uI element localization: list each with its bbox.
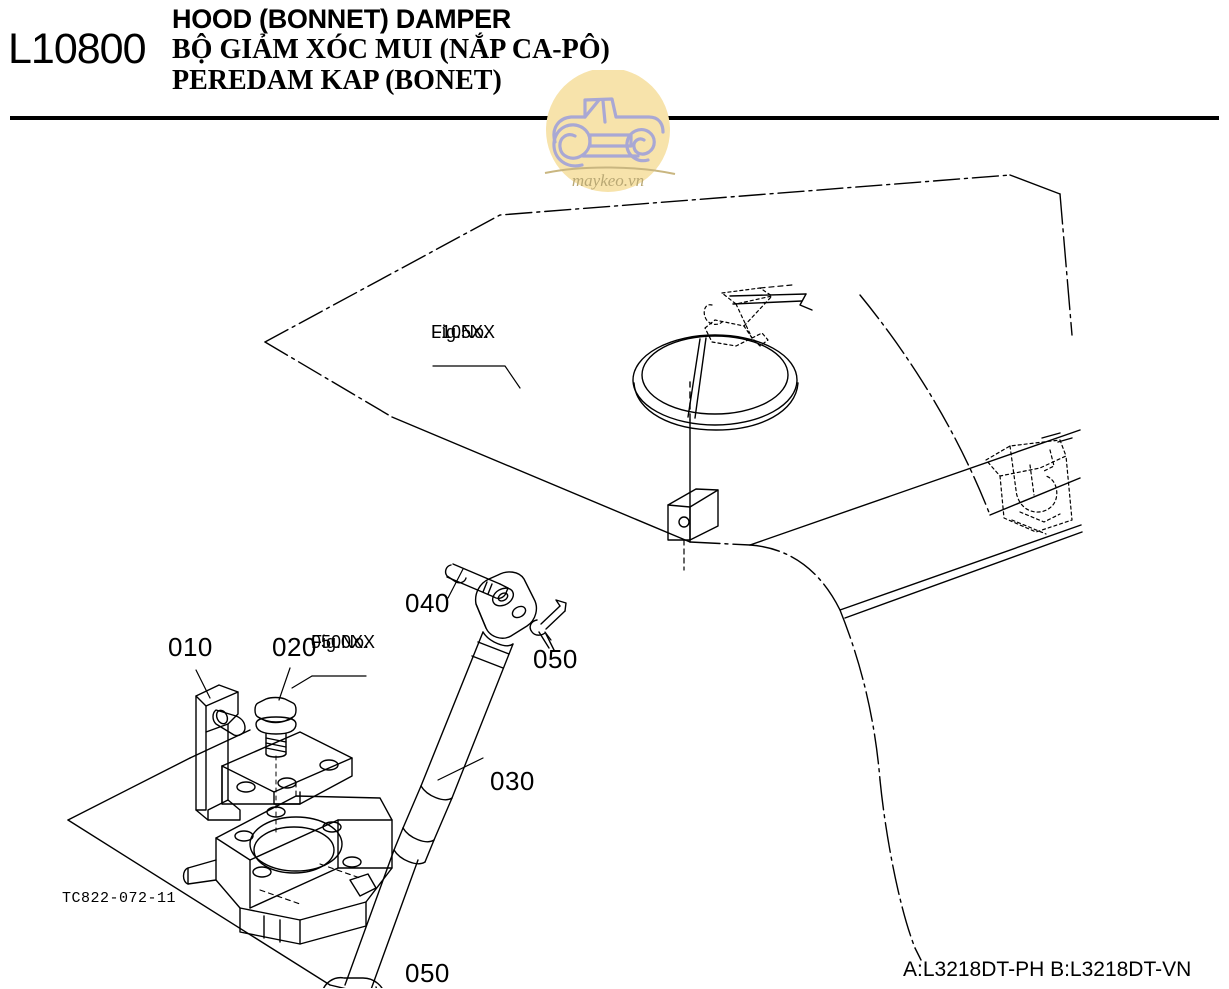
callout-010: 010	[168, 632, 213, 662]
cotter-pin-050-upper	[529, 599, 567, 651]
hinge-bracket-right	[985, 439, 1073, 535]
hood-figure-reference: Fig.No. L105XX	[431, 322, 495, 343]
hood-panel	[264, 174, 1011, 418]
damper-rod	[420, 631, 514, 799]
diagram-header: L10800 HOOD (BONNET) DAMPER BỘ GIẢM XÓC …	[0, 0, 1229, 120]
hex-flange-bolt-020	[254, 696, 297, 758]
housing-figure-reference: Fig.No. 0500XX	[311, 632, 375, 653]
hood-latch-rod	[729, 293, 813, 311]
steering-housing-hidden	[259, 779, 361, 905]
hood-figure-reference-label: Fig.No.	[431, 322, 490, 342]
callout-020: 020	[272, 632, 317, 662]
title-english: HOOD (BONNET) DAMPER	[172, 4, 511, 34]
title-indonesian: PEREDAM KAP (BONET)	[172, 65, 502, 96]
hood-latch-rod-dash	[759, 284, 793, 289]
housing-figure-reference-label: Fig.No.	[311, 632, 370, 652]
callout-030: 030	[490, 766, 535, 796]
hood-figure-reference-value: L105XX	[431, 322, 496, 342]
damper-lower-eyelet	[323, 976, 383, 988]
callout-040: 040	[405, 588, 450, 618]
hood-lower-edges	[749, 429, 1083, 961]
title-vietnamese: BỘ GIẢM XÓC MUI (NẮP CA-PÔ)	[172, 34, 610, 65]
figure-code: L10800	[8, 25, 147, 73]
leader-lines	[195, 365, 552, 781]
hood-latch-assembly	[703, 287, 773, 347]
housing-figure-reference-value: 0500XX	[311, 632, 376, 652]
hinge-bracket-right-solid	[1041, 432, 1073, 443]
damper-cylinder	[402, 785, 453, 843]
bracket-mount-plate	[221, 731, 353, 805]
damper-cylinder-end	[393, 827, 435, 865]
hood-panel-solid	[391, 174, 1061, 543]
hood-mount-bracket	[667, 488, 719, 541]
ground-plane	[67, 757, 331, 986]
exploded-parts-drawing: 010 020 030 040 050 050 Fig.No. L105XX F…	[0, 120, 1229, 988]
clevis-pin-040	[444, 563, 509, 600]
damper-upper-collar	[471, 641, 510, 669]
callout-050-upper: 050	[533, 644, 578, 674]
damper-upper-eyelet	[474, 571, 538, 639]
callout-050-lower: 050	[405, 958, 450, 988]
drawing-number: TC822-072-11	[62, 890, 177, 907]
hood-right-edge	[689, 193, 1073, 949]
headlamp-opening	[632, 334, 799, 431]
title-block: HOOD (BONNET) DAMPER BỘ GIẢM XÓC MUI (NẮ…	[172, 4, 872, 96]
ground-plane-continue	[189, 729, 346, 988]
model-applicability: A:L3218DT-PH B:L3218DT-VN	[903, 958, 1192, 981]
steering-housing	[182, 795, 393, 945]
damper-lower-shaft	[344, 849, 419, 988]
